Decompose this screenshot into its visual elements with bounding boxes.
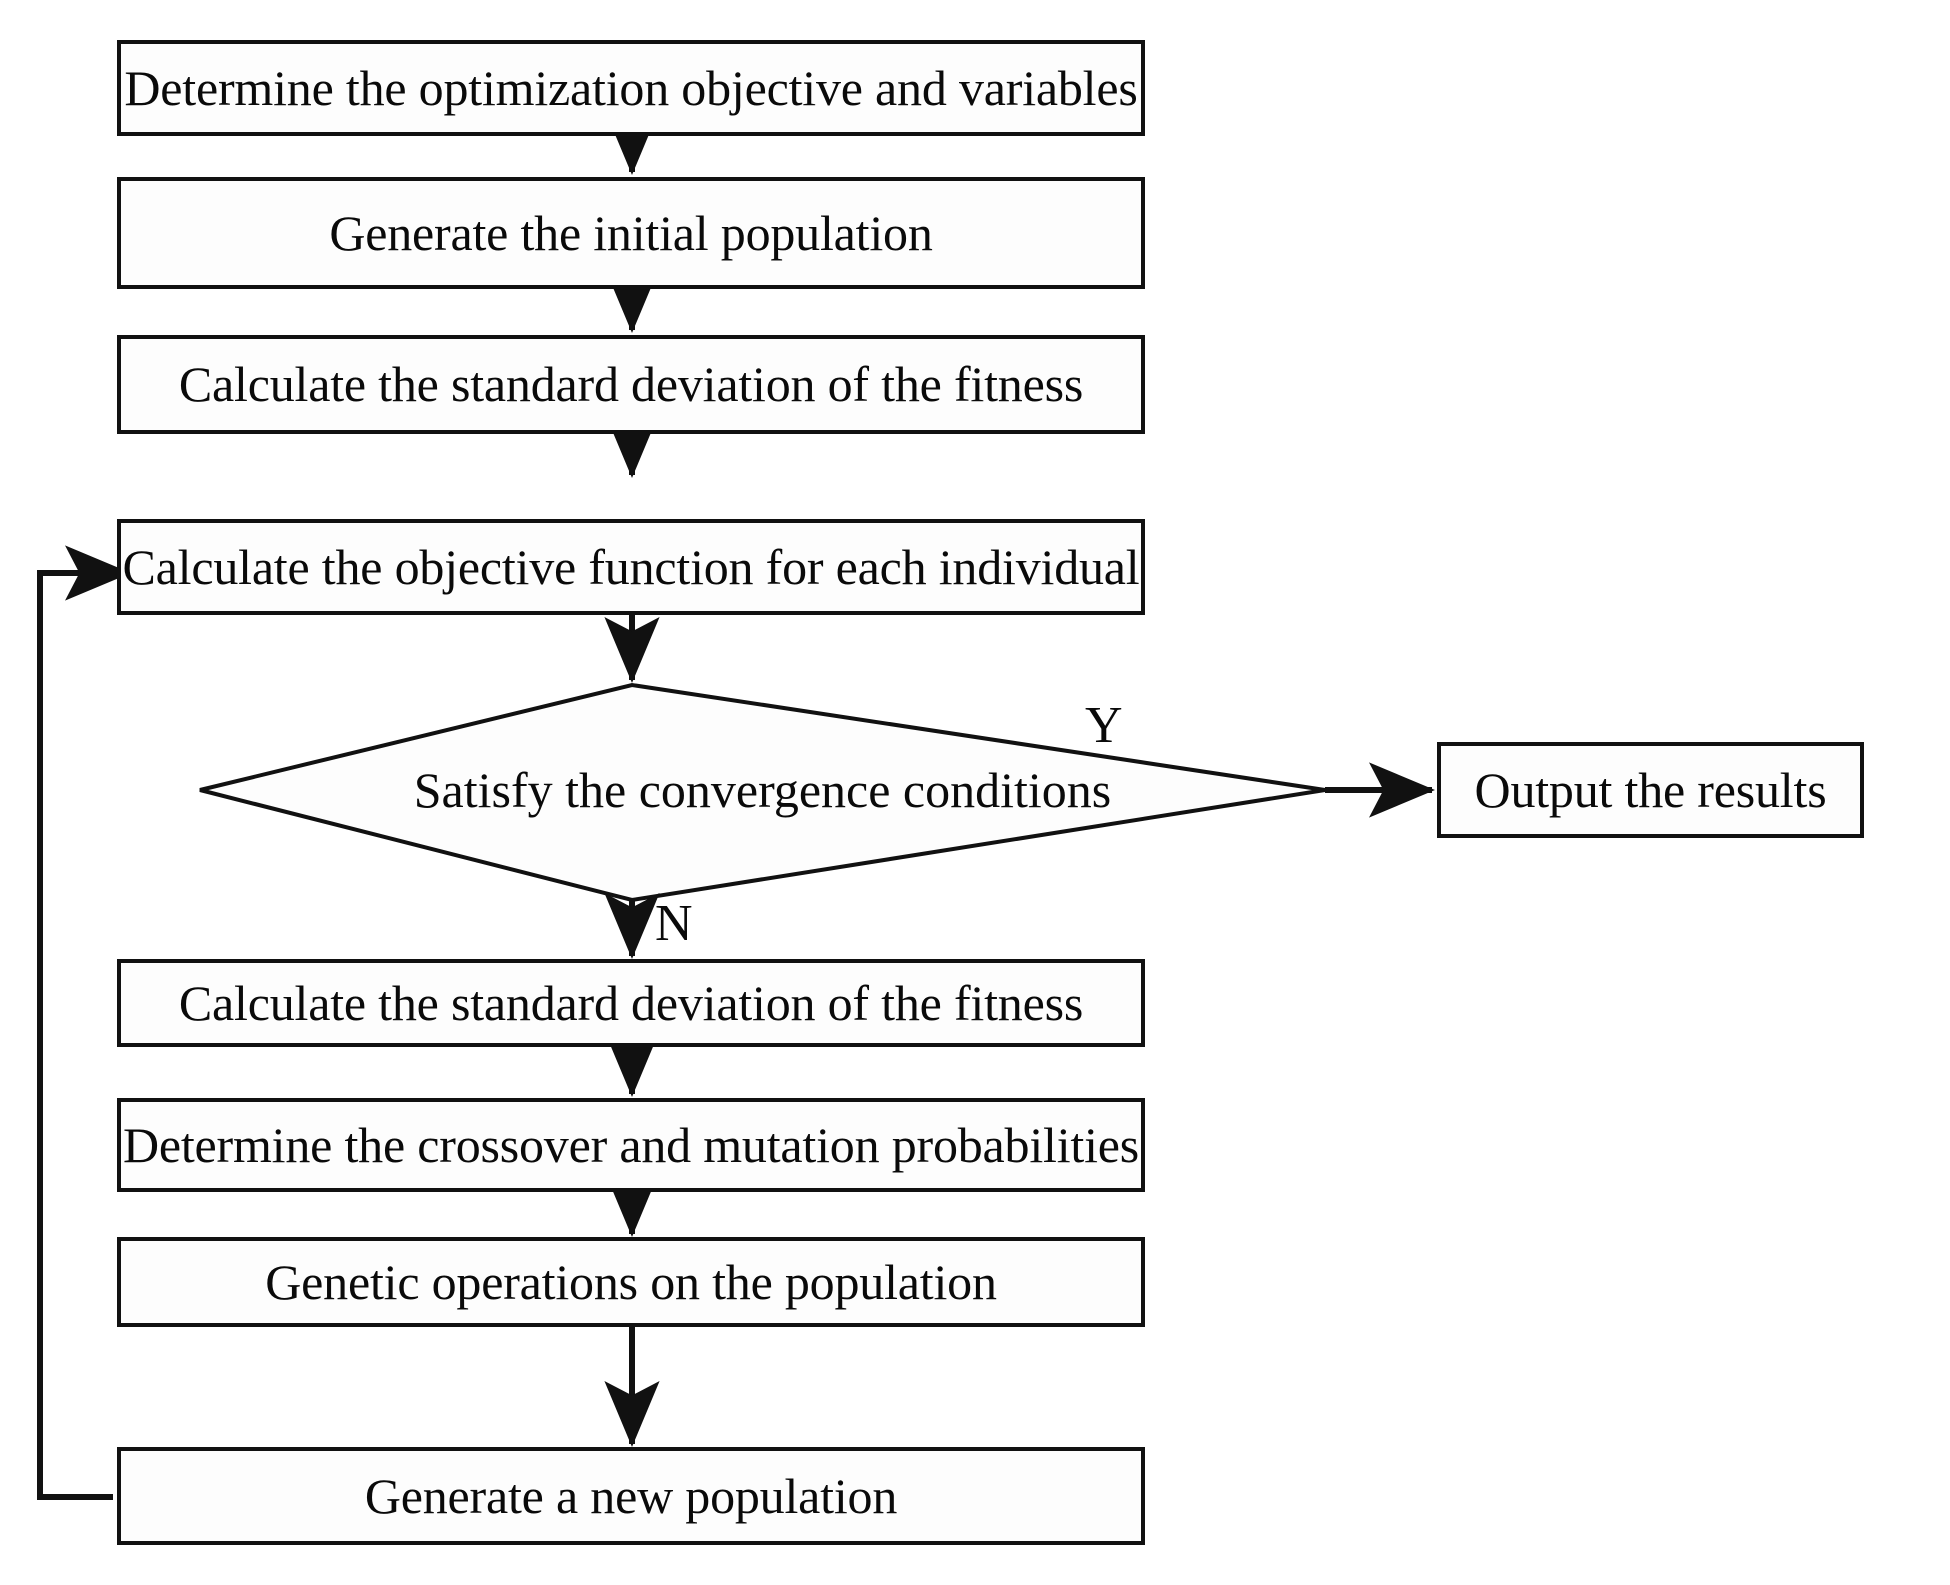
node-calculate-std-dev-1[interactable]: Calculate the standard deviation of the … [117, 335, 1145, 434]
node-convergence-decision-label: Satisfy the convergence conditions [413, 762, 1112, 818]
node-output-results-label: Output the results [1474, 761, 1827, 818]
node-determine-objective-label: Determine the optimization objective and… [124, 59, 1138, 116]
node-calculate-objective-function[interactable]: Calculate the objective function for eac… [117, 519, 1145, 615]
edge-label-yes: Y [1085, 697, 1123, 754]
node-generate-initial-population[interactable]: Generate the initial population [117, 177, 1145, 289]
node-calculate-objective-function-label: Calculate the objective function for eac… [122, 538, 1140, 595]
node-calculate-std-dev-1-label: Calculate the standard deviation of the … [178, 356, 1084, 413]
node-calculate-std-dev-2-label: Calculate the standard deviation of the … [178, 974, 1084, 1031]
node-calculate-std-dev-2[interactable]: Calculate the standard deviation of the … [117, 959, 1145, 1047]
edge-feedback-loop [37, 545, 131, 1500]
node-determine-probabilities-label: Determine the crossover and mutation pro… [122, 1116, 1140, 1173]
node-generate-initial-population-label: Generate the initial population [329, 204, 933, 261]
node-output-results[interactable]: Output the results [1437, 742, 1864, 838]
node-convergence-decision[interactable]: Satisfy the convergence conditions [200, 765, 1325, 815]
node-determine-objective[interactable]: Determine the optimization objective and… [117, 40, 1145, 136]
node-generate-new-population-label: Generate a new population [364, 1467, 898, 1524]
node-determine-probabilities[interactable]: Determine the crossover and mutation pro… [117, 1098, 1145, 1192]
edge-label-no: N [655, 895, 693, 952]
node-genetic-operations-label: Genetic operations on the population [265, 1253, 997, 1310]
node-genetic-operations[interactable]: Genetic operations on the population [117, 1237, 1145, 1327]
node-generate-new-population[interactable]: Generate a new population [117, 1447, 1145, 1545]
